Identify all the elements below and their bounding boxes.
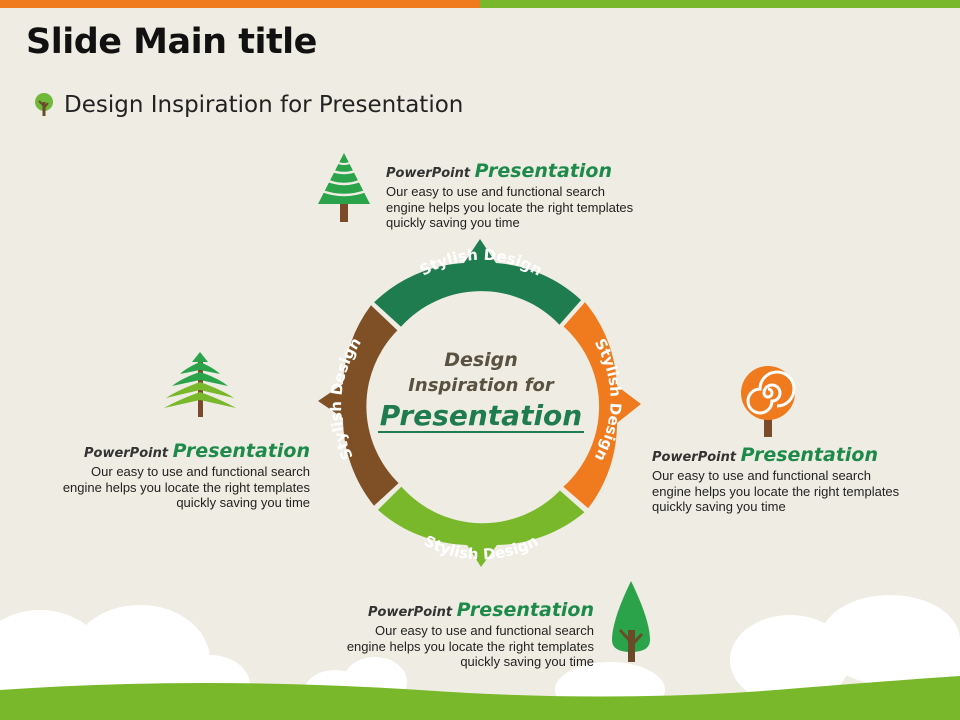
cycle-segment-bottom bbox=[377, 486, 585, 567]
cycle-segment-left bbox=[318, 305, 399, 506]
striped-pine-tree-icon bbox=[318, 153, 370, 222]
slide-subtitle: Design Inspiration for Presentation bbox=[64, 92, 464, 118]
tree-icon bbox=[35, 93, 53, 116]
cycle-segment-top bbox=[374, 239, 582, 327]
text-block-bottom: PowerPoint Presentation Our easy to use … bbox=[344, 599, 594, 670]
heading-main: Presentation bbox=[474, 160, 613, 182]
fir-tree-icon bbox=[164, 352, 236, 417]
spiral-lollipop-tree-icon bbox=[741, 366, 796, 437]
block-heading: PowerPoint Presentation bbox=[60, 440, 310, 462]
cycle-segment-right bbox=[563, 302, 641, 509]
block-heading: PowerPoint Presentation bbox=[652, 444, 902, 466]
heading-prefix: PowerPoint bbox=[652, 450, 741, 465]
block-heading: PowerPoint Presentation bbox=[386, 160, 636, 182]
center-text-line1: Design bbox=[444, 349, 518, 371]
subtitle-row: Design Inspiration for Presentation bbox=[34, 92, 463, 118]
top-accent-bar-green bbox=[480, 0, 960, 8]
slide-title: Slide Main title bbox=[26, 22, 317, 62]
text-block-top: PowerPoint Presentation Our easy to use … bbox=[386, 160, 636, 231]
top-accent-bar-orange bbox=[0, 0, 480, 8]
block-description: Our easy to use and functional search en… bbox=[652, 468, 900, 514]
grass-hill bbox=[0, 676, 960, 720]
heading-prefix: PowerPoint bbox=[386, 166, 475, 181]
cone-tree-icon bbox=[612, 581, 650, 662]
text-block-right: PowerPoint Presentation Our easy to use … bbox=[652, 444, 902, 515]
cycle-ring bbox=[318, 239, 641, 567]
block-description: Our easy to use and functional search en… bbox=[346, 623, 594, 669]
text-block-left: PowerPoint Presentation Our easy to use … bbox=[60, 440, 310, 511]
heading-main: Presentation bbox=[172, 440, 310, 462]
center-text-line3: Presentation bbox=[380, 399, 582, 432]
heading-prefix: PowerPoint bbox=[367, 605, 457, 620]
heading-main: Presentation bbox=[456, 599, 594, 621]
block-heading: PowerPoint Presentation bbox=[344, 599, 594, 621]
heading-prefix: PowerPoint bbox=[83, 446, 173, 461]
center-text-line2: Inspiration for bbox=[408, 375, 555, 396]
block-description: Our easy to use and functional search en… bbox=[386, 184, 634, 230]
heading-main: Presentation bbox=[740, 444, 879, 466]
cloud bbox=[730, 595, 960, 705]
block-description: Our easy to use and functional search en… bbox=[62, 464, 310, 510]
